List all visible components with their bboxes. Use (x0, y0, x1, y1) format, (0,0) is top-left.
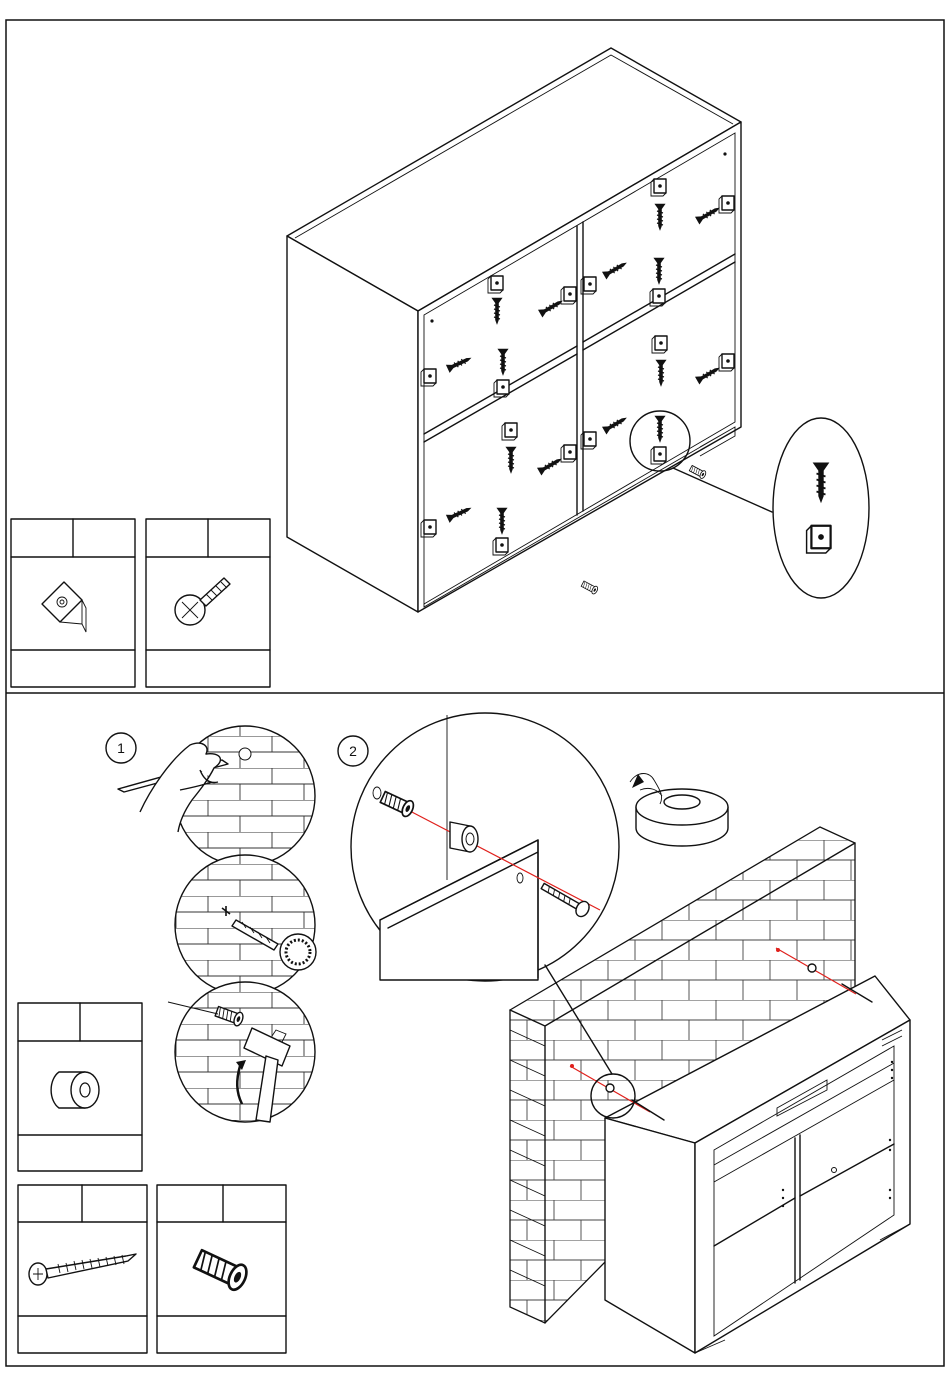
part-table-screw (146, 519, 270, 687)
tape-roll-icon (630, 774, 728, 847)
part-table-bracket (11, 519, 135, 687)
part-table-wall-plug (157, 1185, 286, 1353)
step-2-badge: 2 (338, 736, 368, 766)
cabinet-back-view (287, 48, 869, 612)
long-screw-icon (29, 1254, 136, 1285)
step-2-number: 2 (349, 743, 357, 759)
wall-plug-icon (192, 1247, 250, 1293)
drill-circle (175, 855, 316, 995)
step-2-detail-circle (351, 713, 619, 981)
hammer-circle (175, 982, 315, 1122)
part-table-spacer (18, 1003, 142, 1171)
bracket-icon (42, 582, 86, 632)
screw-icon (175, 578, 230, 625)
part-table-long-screw (18, 1185, 147, 1353)
step-1-number: 1 (117, 740, 125, 756)
spacer-icon (51, 1072, 99, 1108)
step-1-badge: 1 (106, 733, 136, 763)
